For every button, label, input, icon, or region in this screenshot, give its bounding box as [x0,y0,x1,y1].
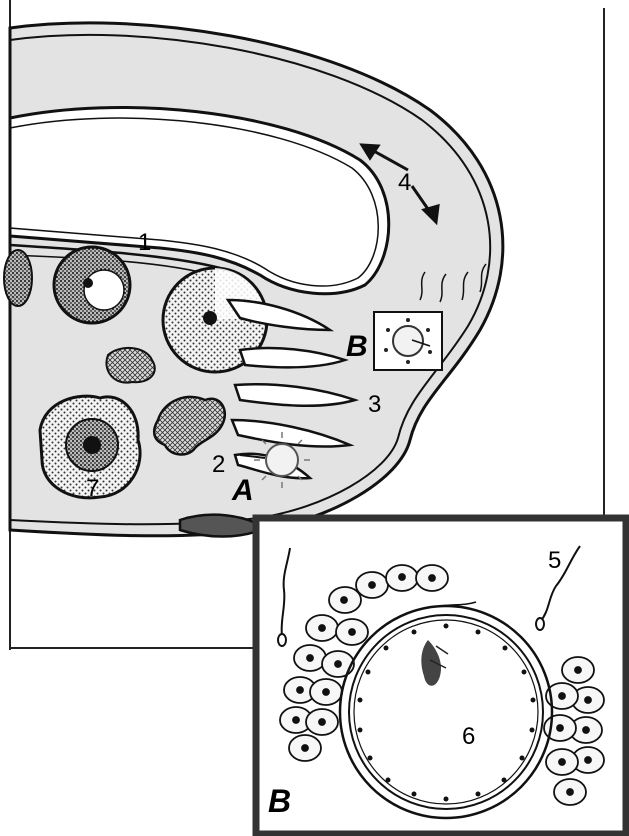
follicle-edge-left [4,250,32,306]
label-4: 4 [398,169,411,196]
label-2: 2 [212,451,225,478]
label-site-b: B [346,330,368,363]
follicle-upper-left [54,247,130,323]
label-1: 1 [138,229,151,256]
label-6: 6 [462,723,475,750]
label-7: 7 [86,475,99,502]
inset-panel [256,518,626,834]
label-3: 3 [368,391,381,418]
label-5: 5 [548,547,561,574]
ovum-b-box [374,312,442,370]
label-site-a: A [231,474,254,507]
label-inset: B [268,783,291,819]
stromal-patch [106,348,154,383]
